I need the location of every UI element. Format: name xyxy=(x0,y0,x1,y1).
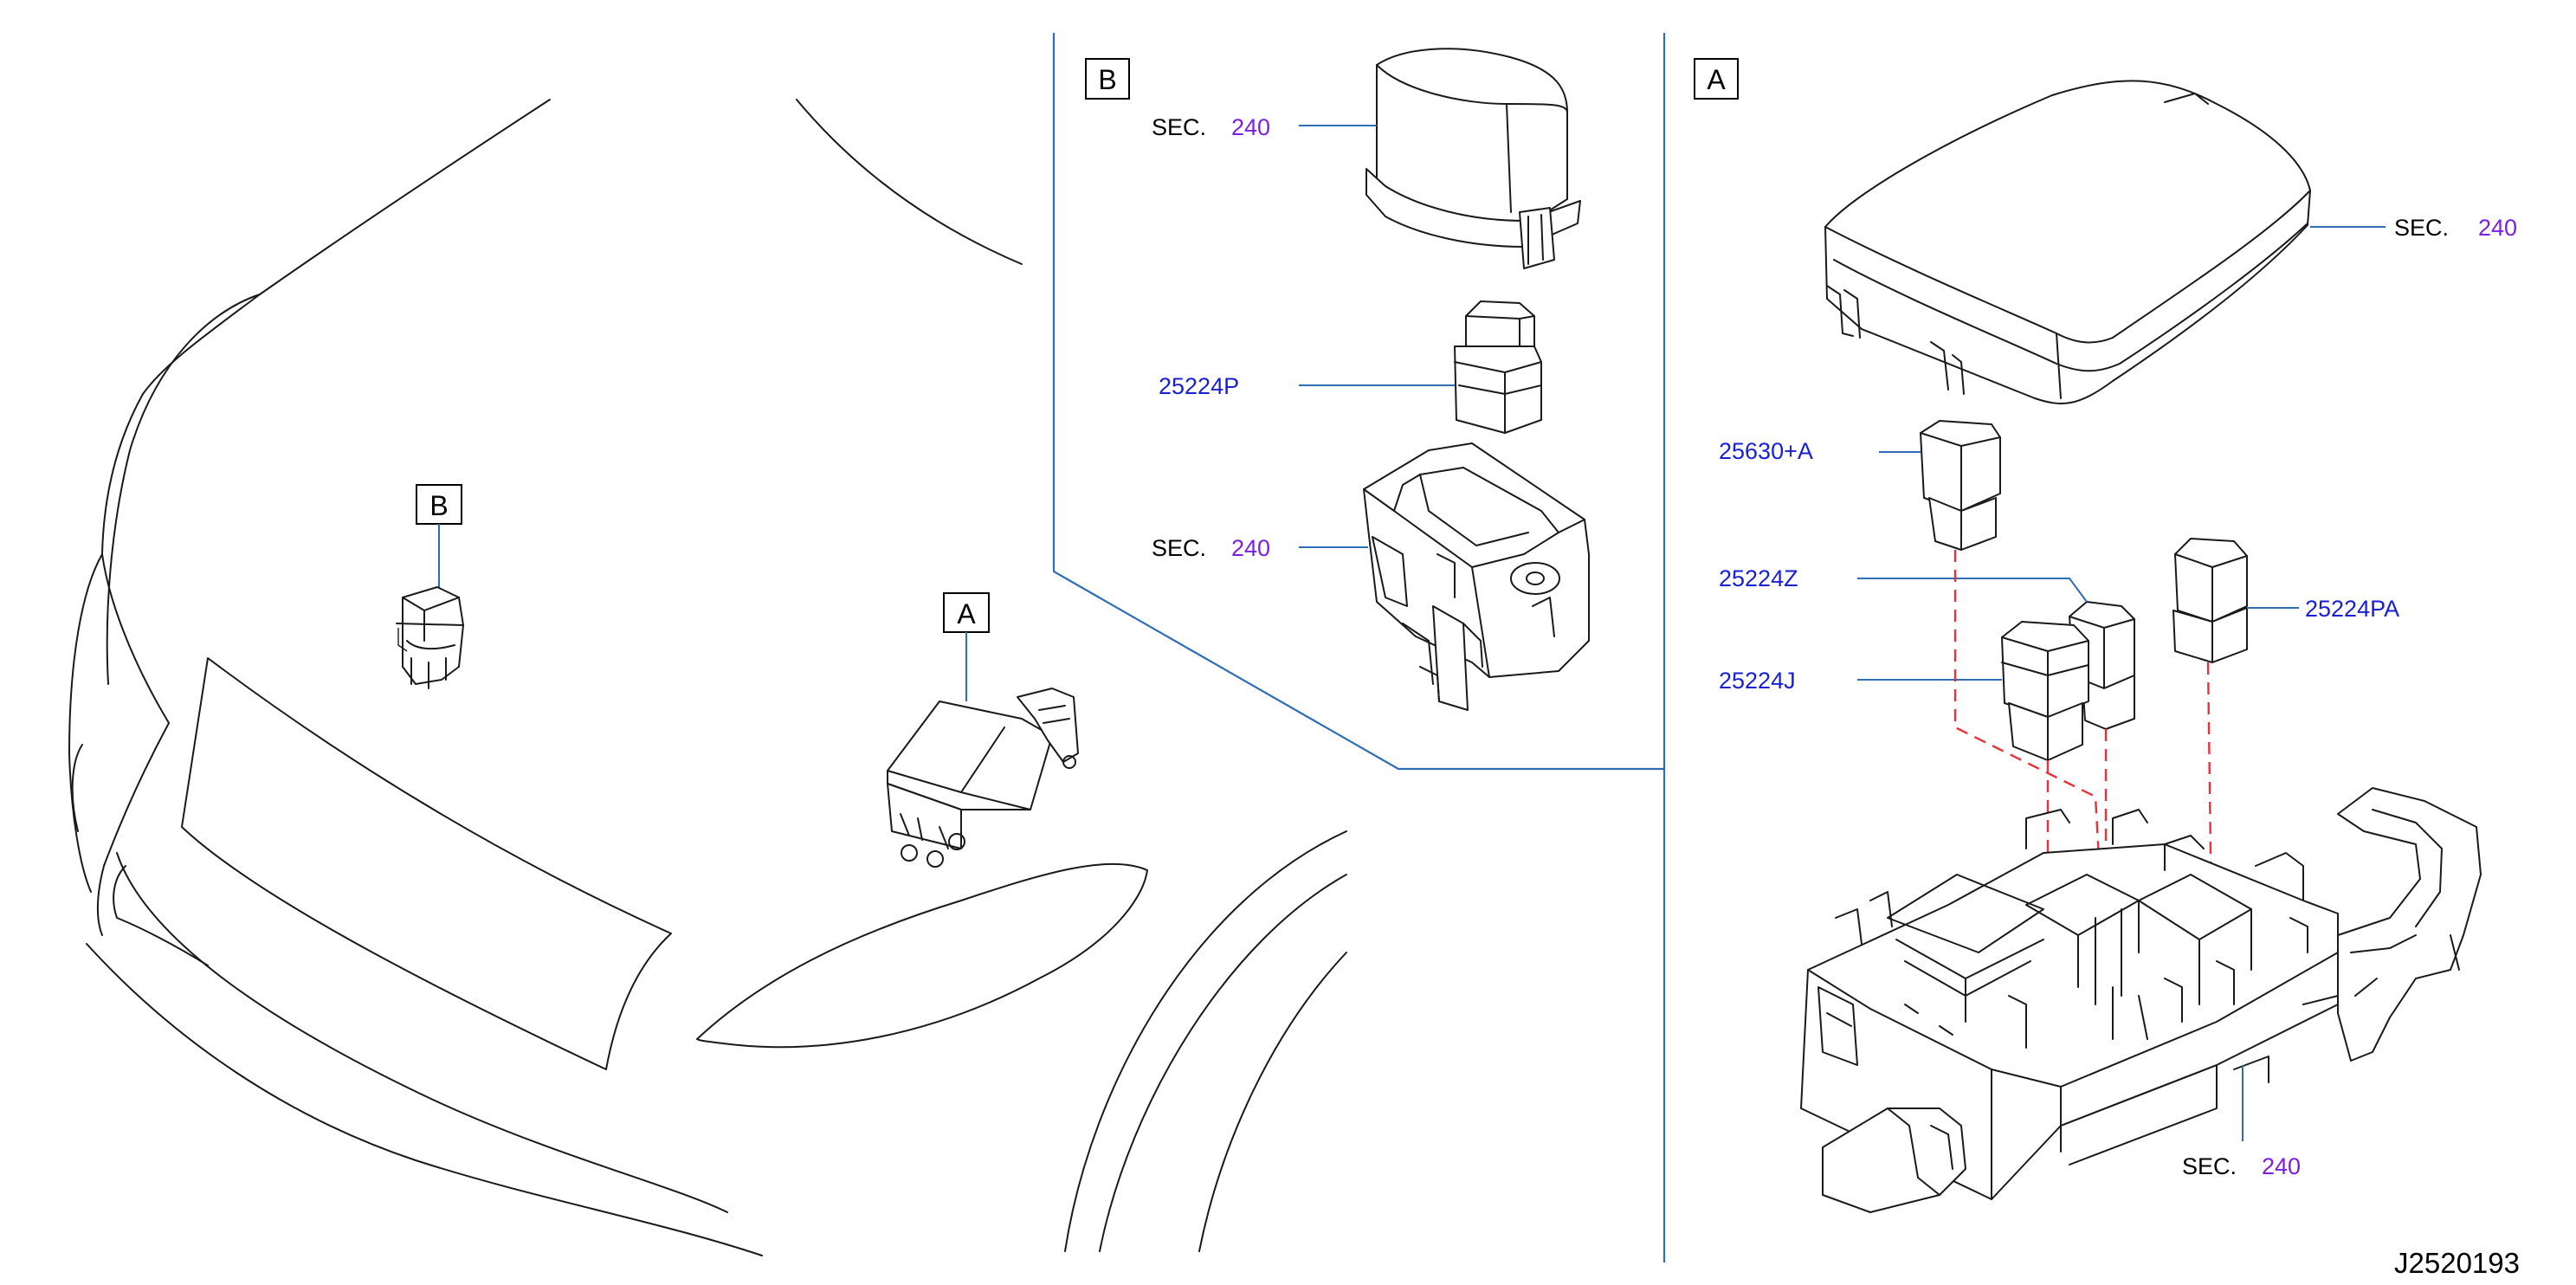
relay-bracket-b xyxy=(1363,442,1590,711)
callout-b: B xyxy=(416,484,462,589)
relay-25224pa xyxy=(2172,538,2248,663)
relay-25630-a xyxy=(1920,420,2001,551)
label-sec-a2-ref: 240 xyxy=(2262,1153,2301,1179)
fuse-relay-block xyxy=(1800,787,2482,1213)
relay-b-location xyxy=(396,586,464,689)
panel-divider-b xyxy=(1052,33,1664,771)
label-sec-b1-ref: 240 xyxy=(1231,114,1270,140)
panel-b: B SEC. 240 25224P xyxy=(1085,48,1590,711)
callout-b-letter: B xyxy=(429,490,448,521)
label-sec-a1-ref: 240 xyxy=(2478,215,2517,241)
label-part-25224z: 25224Z xyxy=(1719,565,1798,591)
label-part-25224j: 25224J xyxy=(1719,668,1796,694)
label-sec-b2: SEC. xyxy=(1152,535,1206,561)
label-sec-b2-ref: 240 xyxy=(1231,535,1270,561)
relay-25224p xyxy=(1454,300,1542,434)
panel-b-letter: B xyxy=(1098,64,1116,95)
fuse-box-cover xyxy=(1824,80,2311,404)
vehicle-front-outline xyxy=(68,99,1347,1256)
label-part-25630a: 25630+A xyxy=(1719,438,1813,464)
label-sec-a1: SEC. xyxy=(2394,215,2449,241)
callout-a: A xyxy=(943,592,990,701)
relay-cover-b xyxy=(1365,48,1581,269)
label-sec-b1: SEC. xyxy=(1152,114,1206,140)
label-part-25224pa: 25224PA xyxy=(2305,596,2399,622)
callout-a-letter: A xyxy=(957,598,976,630)
label-sec-a2: SEC. xyxy=(2182,1153,2237,1179)
label-part-25224p: 25224P xyxy=(1159,373,1239,399)
fuse-box-a-location xyxy=(887,688,1079,868)
relay-25224z xyxy=(2069,601,2135,730)
diagram-id: J2520193 xyxy=(2394,1247,2520,1279)
relay-25224j xyxy=(2001,621,2089,761)
panel-a: A SEC. 240 25630+A xyxy=(1694,58,2517,1213)
panel-a-letter: A xyxy=(1707,64,1726,95)
